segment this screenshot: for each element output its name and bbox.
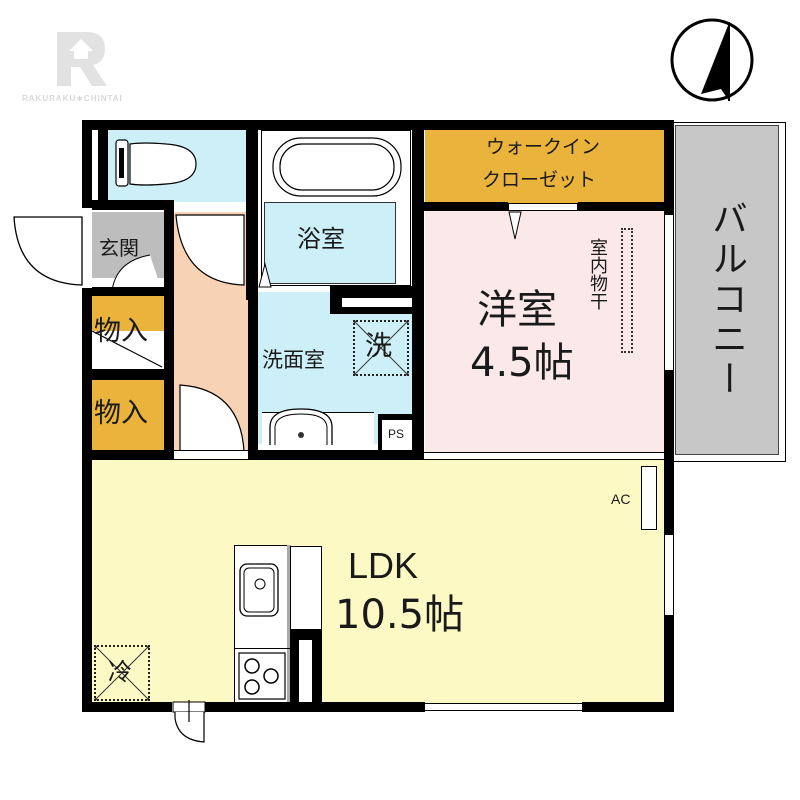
wall-bottom-right: [582, 702, 674, 712]
washroom-label: 洗面室: [262, 348, 325, 372]
wall-right-upper: [664, 120, 674, 215]
back-door-icon[interactable]: [172, 700, 208, 744]
walk-in-closet: [425, 128, 665, 203]
ldk-side-window: [664, 535, 674, 615]
wall-left-lower: [82, 288, 92, 712]
stove-icon: [238, 652, 286, 700]
ldk: [92, 460, 665, 704]
wall-storage-mid: [92, 369, 174, 380]
closet-door-triangle-icon: [508, 211, 522, 240]
air-conditioner: [641, 466, 657, 530]
storage-1-label: 物入: [94, 316, 148, 347]
wall-right-mid: [664, 370, 674, 535]
entrance-label: 玄関: [99, 236, 139, 260]
toilet-left-window: [92, 135, 98, 195]
wall-closet-bottom-r: [578, 202, 668, 211]
wall-wash-bottom: [248, 450, 424, 460]
wall-storage-top: [92, 287, 174, 296]
toilet-door-icon[interactable]: [174, 213, 248, 287]
ldk-name: LDK: [348, 545, 419, 586]
entrance-door-icon[interactable]: [10, 213, 90, 289]
refrigerator-space: [94, 645, 150, 701]
storage-2-label: 物入: [94, 398, 148, 429]
washer-label: 洗: [365, 331, 392, 362]
bathroom-floor: [264, 202, 396, 284]
indoor-drying-rail: [621, 228, 633, 353]
wall-bath-bottom: [330, 286, 416, 294]
washing-machine-space: [353, 320, 409, 376]
western-room-name: 洋室: [477, 287, 557, 333]
wall-hall-right: [248, 285, 258, 460]
storage-1: [92, 296, 164, 331]
wall-toilet-bottom: [92, 200, 174, 210]
north-arrow-icon: [670, 18, 754, 102]
kitchen-pillar-inner: [299, 640, 312, 703]
wall-storage-bottom: [82, 450, 174, 460]
balcony-label: バルコニー: [706, 200, 747, 400]
hall-ldk-opening: [174, 450, 248, 460]
wall-bottom-mid: [205, 702, 425, 712]
watermark-text: RAKURAKU∗CHINTAI: [22, 94, 123, 103]
kitchen-cabinet: [290, 546, 322, 630]
bathtub-icon: [272, 137, 402, 197]
wall-right-lower: [664, 615, 674, 712]
closet-label-line1: ウォークイン: [486, 136, 601, 158]
closet-label-line2: クローゼット: [482, 169, 597, 191]
storage-1-door-line: [92, 331, 163, 368]
ac-label: AC: [611, 491, 631, 507]
toilet-icon: [115, 139, 197, 187]
wall-left-upper: [82, 120, 92, 208]
indoor-drying-label: 室内物干: [587, 238, 608, 310]
wall-toilet-right: [246, 120, 258, 300]
wall-bottom-left: [82, 702, 172, 712]
ldk-size: 10.5帖: [335, 592, 465, 638]
storage-2: [92, 380, 164, 450]
balcony-floor: [675, 125, 779, 455]
western-ldk-partition: [424, 452, 664, 460]
kitchen-sink-icon: [239, 563, 279, 617]
kitchen-divider: [234, 648, 290, 649]
ldk-door-icon[interactable]: [178, 383, 248, 453]
western-room: [425, 210, 665, 454]
wash-basin-icon: [269, 408, 333, 445]
western-room-window: [664, 215, 674, 370]
ps-label: PS: [388, 427, 405, 441]
western-room-size: 4.5帖: [470, 340, 574, 386]
bathroom-label: 浴室: [297, 225, 345, 253]
ldk-bottom-window[interactable]: [425, 703, 582, 711]
logo-r-icon: [57, 32, 107, 86]
wall-toilet-left: [98, 128, 108, 206]
wall-entrance-right: [164, 200, 174, 456]
pipe-space-inner: [382, 420, 414, 450]
wall-closet-bottom: [424, 202, 508, 211]
wall-top: [82, 120, 674, 130]
wall-bath-right: [412, 120, 424, 460]
washroom-shelf-inner: [342, 298, 412, 307]
kitchen-counter-edge: [287, 545, 291, 703]
fridge-label: 冷: [108, 658, 132, 686]
closet-door[interactable]: [508, 203, 578, 211]
bath-door-triangle-icon: [258, 262, 272, 288]
